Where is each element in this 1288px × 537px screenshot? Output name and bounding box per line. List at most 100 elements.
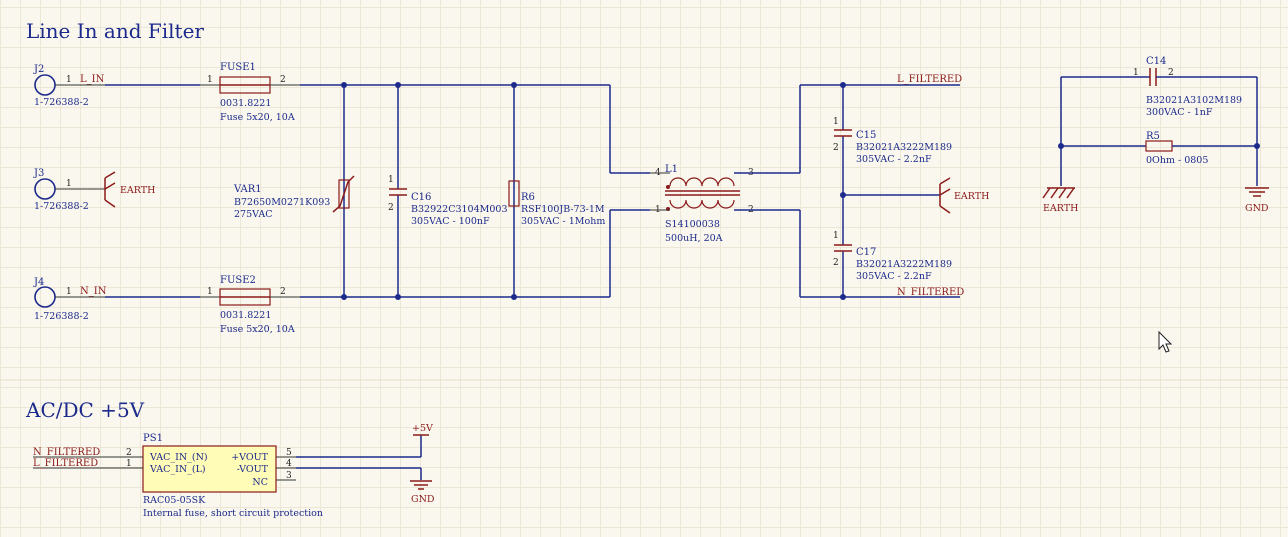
varistor-var1[interactable]: VAR1 B72650M0271K093 275VAC [233, 85, 355, 297]
c15-designator: C15 [856, 130, 876, 141]
chassis-earth-icon [1042, 187, 1075, 199]
c17-part-number: B32021A3222M189 [856, 259, 952, 270]
varistor-icon [338, 179, 350, 209]
ps1-pin-name: VAC_IN_(N) [149, 452, 208, 463]
r5-designator: R5 [1146, 131, 1160, 142]
section-title-line-in: Line In and Filter [26, 19, 204, 43]
capacitor-c15[interactable]: 1 2 C15 B32021A3222M189 305VAC - 2.2nF [833, 85, 952, 245]
fuse1-part-number: 0031.8221 [220, 98, 271, 109]
connector-j4[interactable]: J4 1 N_IN 1-726388-2 [33, 277, 107, 322]
earth-symbol-icon [104, 171, 116, 208]
c14-designator: C14 [1146, 56, 1166, 67]
mouse-pointer-icon [1158, 330, 1173, 353]
c16-part-number: B32922C3104M003 [411, 204, 508, 215]
ps1-designator: PS1 [143, 433, 163, 444]
c15-pin1: 1 [833, 117, 839, 127]
l1-designator: L1 [665, 164, 678, 175]
j2-part-number: 1-726388-2 [34, 97, 89, 108]
c14-part-number: B32021A3102M189 [1146, 95, 1242, 106]
earth-symbol-icon [939, 177, 951, 214]
c17-comment: 305VAC - 2.2nF [856, 271, 932, 282]
resistor-icon [508, 180, 520, 207]
capacitor-c17[interactable]: 1 2 C17 B32021A3222M189 305VAC - 2.2nF [833, 231, 952, 297]
r6-designator: R6 [521, 192, 535, 203]
fuse2[interactable]: FUSE2 1 2 0031.8221 Fuse 5x20, 10A [200, 275, 300, 335]
ps1-pin-name: NC [252, 477, 268, 488]
section-title-acdc: AC/DC +5V [25, 398, 145, 422]
connector-terminal-icon [34, 286, 56, 308]
j4-designator: J4 [33, 277, 44, 288]
component-body-icon [142, 445, 277, 493]
ps1-pin-name: -VOUT [237, 464, 269, 475]
connector-j2[interactable]: J2 1 L_IN 1-726388-2 [33, 64, 105, 108]
c16-pin1: 1 [388, 175, 394, 185]
choke-l1[interactable]: L1 4 1 3 2 S14100038 500uH, 20A [650, 164, 800, 244]
earth-label: EARTH [120, 185, 155, 196]
resistor-r5[interactable]: R5 0Ohm - 0805 [1061, 131, 1257, 166]
c14-pin2: 2 [1168, 68, 1174, 78]
power-module-ps1[interactable]: PS1 N_FILTERED L_FILTERED 2 1 VAC_IN_(N)… [33, 433, 323, 519]
ps1-pin-number: 2 [126, 448, 132, 458]
ps1-pin-number: 4 [286, 459, 292, 469]
c16-designator: C16 [411, 192, 431, 203]
power-label-5v: +5V [412, 423, 433, 434]
ps1-part-number: RAC05-05SK [143, 495, 206, 506]
fuse2-designator: FUSE2 [220, 275, 256, 286]
j3-pin-number: 1 [66, 179, 72, 189]
j3-designator: J3 [33, 168, 44, 179]
j2-pin-number: 1 [66, 75, 72, 85]
resistor-icon [1145, 140, 1173, 152]
capacitor-c16[interactable]: 1 2 C16 B32922C3104M003 305VAC - 100nF [388, 85, 508, 297]
c14-comment: 300VAC - 1nF [1146, 107, 1213, 118]
net-label-n-in: N_IN [80, 286, 107, 297]
c17-pin2: 2 [833, 258, 839, 268]
connector-terminal-icon [34, 178, 56, 200]
c17-pin1: 1 [833, 231, 839, 241]
fuse1-designator: FUSE1 [220, 62, 256, 73]
j2-designator: J2 [33, 64, 44, 75]
fuse1-comment: Fuse 5x20, 10A [220, 112, 295, 123]
ps1-comment: Internal fuse, short circuit protection [143, 508, 323, 519]
c15-pin2: 2 [833, 143, 839, 153]
c17-designator: C17 [856, 247, 876, 258]
capacitor-c14[interactable]: C14 1 2 B32021A3102M189 300VAC - 1nF [1061, 56, 1257, 118]
fuse2-part-number: 0031.8221 [220, 310, 271, 321]
ground-label: GND [1245, 203, 1269, 214]
c15-comment: 305VAC - 2.2nF [856, 154, 932, 165]
net-label-l-filtered: L_FILTERED [897, 74, 962, 85]
ps1-pin-name: +VOUT [231, 452, 268, 463]
fuse2-pin2: 2 [280, 287, 286, 297]
connector-terminal-icon [34, 74, 56, 96]
fuse1[interactable]: FUSE1 1 2 0031.8221 Fuse 5x20, 10A [200, 62, 300, 123]
connector-j3[interactable]: J3 1 EARTH 1-726388-2 [33, 168, 155, 212]
var1-comment: 275VAC [234, 209, 272, 220]
ps1-pin-number: 5 [286, 448, 292, 458]
fuse1-pin2: 2 [280, 75, 286, 85]
junction-dots [341, 82, 1260, 300]
ground-icon [1245, 187, 1269, 197]
var1-designator: VAR1 [233, 184, 262, 195]
fuse2-pin1: 1 [207, 287, 213, 297]
resistor-r6[interactable]: R6 RSF100JB-73-1M 305VAC - 1Mohm [508, 85, 605, 297]
net-label-l-filtered: L_FILTERED [33, 458, 98, 469]
ground-label: GND [411, 494, 435, 505]
earth-label: EARTH [1043, 203, 1078, 214]
net-label-l-in: L_IN [80, 74, 105, 85]
var1-part-number: B72650M0271K093 [234, 197, 330, 208]
earth-label: EARTH [954, 191, 989, 202]
ps1-pin-number: 3 [286, 471, 292, 481]
fuse2-comment: Fuse 5x20, 10A [220, 324, 295, 335]
c14-pin1: 1 [1133, 68, 1139, 78]
ps1-pin-number: 1 [126, 459, 132, 469]
c16-pin2: 2 [388, 203, 394, 213]
ground-icon [410, 480, 432, 490]
j4-pin-number: 1 [66, 287, 72, 297]
r5-comment: 0Ohm - 0805 [1146, 155, 1208, 166]
fuse1-pin1: 1 [207, 75, 213, 85]
net-label-n-filtered: N_FILTERED [897, 287, 964, 298]
l1-comment: 500uH, 20A [665, 233, 723, 244]
r6-comment: 305VAC - 1Mohm [521, 216, 605, 227]
net-label-n-filtered: N_FILTERED [33, 447, 100, 458]
l1-part-number: S14100038 [665, 219, 720, 230]
